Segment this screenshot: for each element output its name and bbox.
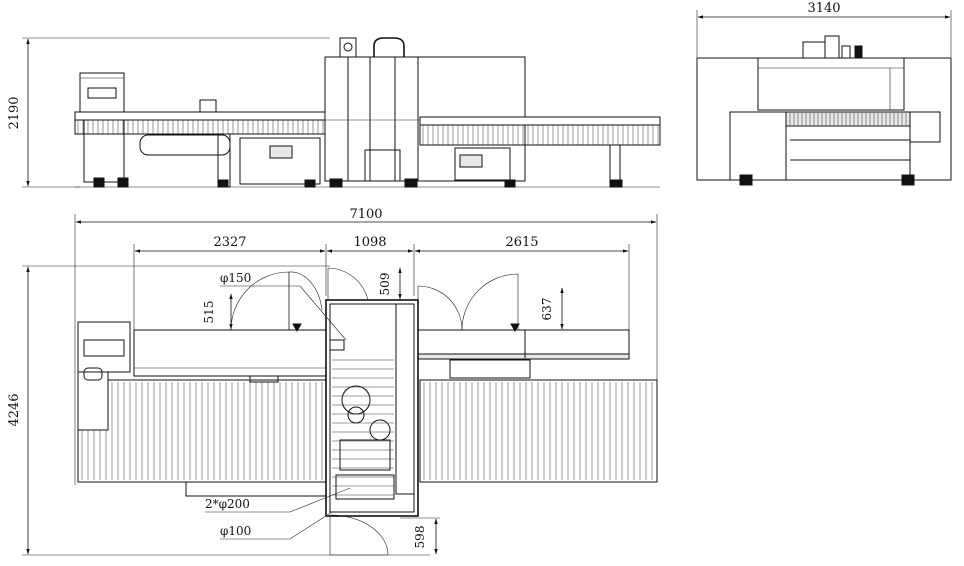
- side-elevation-view: 3140: [696, 1, 952, 186]
- front-height-dimension: 2190: [7, 37, 330, 188]
- right-section-label: 2615: [505, 235, 538, 250]
- left-conveyor: [74, 99, 328, 188]
- left-section-label: 2327: [213, 235, 246, 250]
- center-machine-tower: [324, 37, 526, 188]
- front-elevation-view: 2190: [7, 37, 661, 188]
- callout-phi150: φ150: [220, 271, 347, 341]
- side-width-label: 3140: [807, 1, 840, 16]
- section-dimensions: 2327 1098 2615: [133, 235, 630, 330]
- total-length-dimension: 7100: [74, 207, 658, 485]
- phi200-label: 2*φ200: [205, 497, 250, 511]
- left-feeder: [133, 323, 327, 383]
- right-conveyor: [419, 116, 661, 188]
- phi150-label: φ150: [220, 271, 251, 285]
- center-machine-plan: [325, 299, 419, 517]
- door-left-label: 515: [202, 301, 216, 324]
- right-table: [419, 379, 658, 483]
- center-section-label: 1098: [353, 235, 386, 250]
- door-center-label: 509: [378, 273, 392, 296]
- phi100-label: φ100: [220, 524, 251, 538]
- plan-view: 7100 2327 1098 2615 4246: [7, 207, 658, 556]
- side-width-dimension: 3140: [696, 1, 952, 57]
- door-right-label: 637: [540, 298, 554, 321]
- plan-depth-label: 4246: [7, 393, 22, 426]
- callout-phi100: φ100: [220, 511, 333, 540]
- left-loading-station: [79, 72, 129, 188]
- total-length-label: 7100: [349, 207, 382, 222]
- front-clearance-label: 598: [413, 526, 427, 549]
- callout-phi200: 2*φ200: [205, 487, 351, 513]
- front-height-label: 2190: [7, 96, 22, 129]
- right-feeder: [417, 323, 630, 379]
- door-dimensions: 515 509 637 598: [202, 267, 564, 555]
